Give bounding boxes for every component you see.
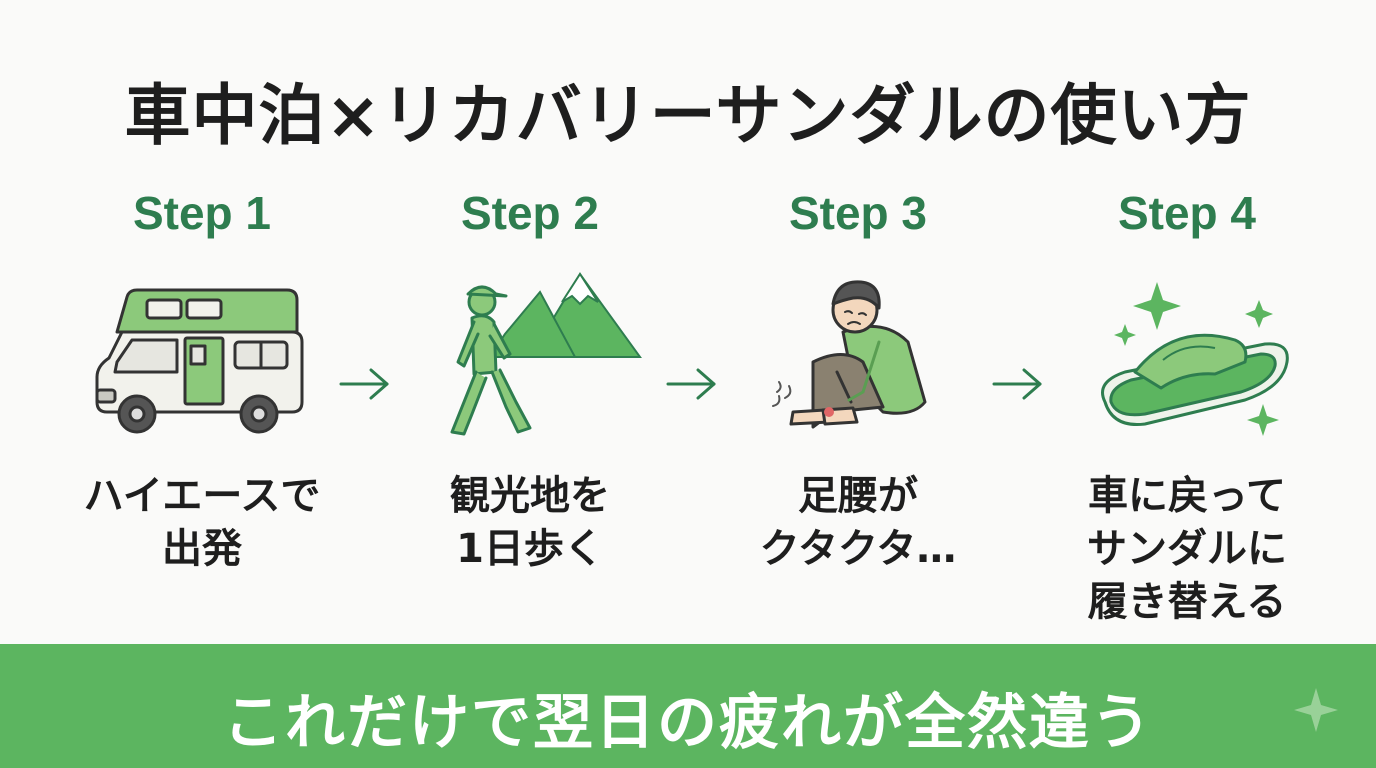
arrow-right-icon <box>339 368 389 400</box>
arrow-right-icon <box>992 368 1042 400</box>
recovery-sandal-icon <box>1101 282 1289 436</box>
summary-banner: これだけで翌日の疲れが全然違う <box>0 644 1376 768</box>
step-2-caption: 観光地を 1日歩く <box>450 473 610 572</box>
page-title: 車中泊×リカバリーサンダルの使い方 <box>124 77 1252 154</box>
step-4-caption: 車に戻って サンダルに 履き替える <box>1087 473 1287 625</box>
step-2-label: Step 2 <box>460 187 600 239</box>
arrow-right-icon <box>666 368 716 400</box>
step-1-label: Step 1 <box>132 187 272 239</box>
camper-van-icon <box>95 288 304 434</box>
step-3-caption: 足腰が クタクタ… <box>759 473 957 572</box>
step-3-label: Step 3 <box>788 187 928 239</box>
hiker-mountain-icon <box>450 272 642 436</box>
tired-person-icon <box>772 280 927 429</box>
step-4-label: Step 4 <box>1117 187 1257 239</box>
banner-text: これだけで翌日の疲れが全然違う <box>223 688 1153 758</box>
sparkle-icon <box>1294 688 1338 732</box>
step-1-caption: ハイエースで 出発 <box>83 473 321 572</box>
